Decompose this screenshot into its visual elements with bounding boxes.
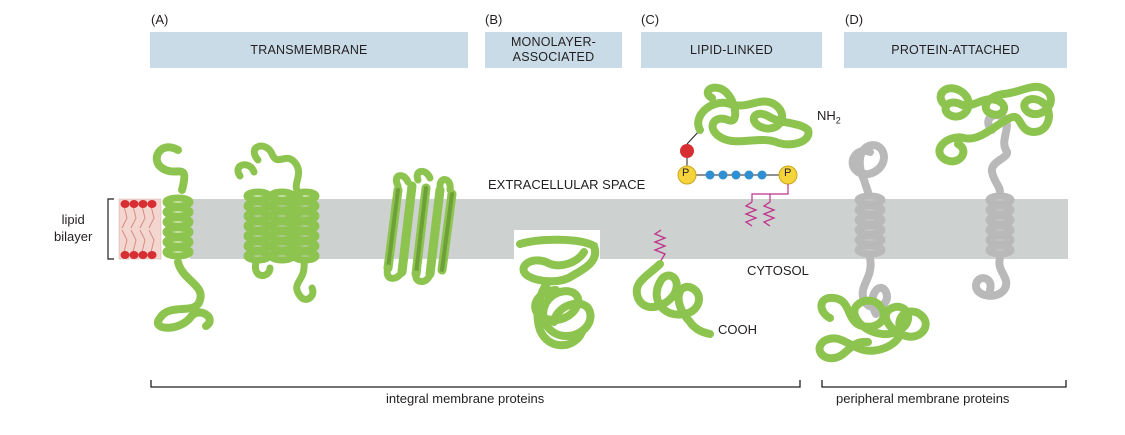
peripheral-bracket — [821, 380, 1067, 388]
nh2-label: NH2 — [817, 108, 841, 126]
beta-barrel-protein — [383, 168, 457, 285]
panel-letter-b: (B) — [485, 12, 503, 27]
peripheral-membrane-proteins-label: peripheral membrane proteins — [830, 391, 1016, 406]
nh2-text: NH — [817, 108, 836, 123]
phosphate-right-label: P — [784, 167, 792, 179]
cooh-label: COOH — [718, 322, 757, 337]
gpi-anchor — [677, 129, 798, 227]
lipid-linked-protein-extracellular — [694, 83, 813, 149]
bilayer-bracket — [107, 198, 114, 260]
phosphate-left-label: P — [682, 167, 690, 179]
membrane-band — [190, 199, 1068, 259]
header-protein-attached: PROTEIN-ATTACHED — [844, 32, 1067, 68]
header-monolayer-associated: MONOLAYER- ASSOCIATED — [485, 32, 622, 68]
header-transmembrane: TRANSMEMBRANE — [150, 32, 468, 68]
lipid-linked-protein-cytosolic — [632, 260, 714, 338]
nh2-subscript: 2 — [835, 115, 841, 126]
multi-pass-protein — [234, 142, 320, 303]
header-lipid-linked: LIPID-LINKED — [641, 32, 822, 68]
peripheral-protein-bottom — [815, 293, 930, 363]
panel-letter-d: (D) — [845, 12, 864, 27]
lipid-bilayer-label: lipid bilayer — [54, 212, 93, 244]
extracellular-space-label: EXTRACELLULAR SPACE — [488, 177, 646, 192]
lipid-bilayer-inset — [118, 198, 162, 260]
panel-letter-a: (A) — [151, 12, 169, 27]
monolayer-associated-protein — [516, 235, 600, 350]
integral-membrane-proteins-label: integral membrane proteins — [380, 391, 551, 406]
lipid-anchor-cytosolic — [653, 229, 667, 263]
single-pass-protein — [152, 143, 214, 332]
cytosol-label: CYTOSOL — [747, 263, 809, 278]
integral-bracket — [150, 380, 801, 388]
peripheral-host-protein-left — [848, 141, 891, 318]
peripheral-protein-top — [935, 82, 1055, 166]
panel-letter-c: (C) — [641, 12, 660, 27]
